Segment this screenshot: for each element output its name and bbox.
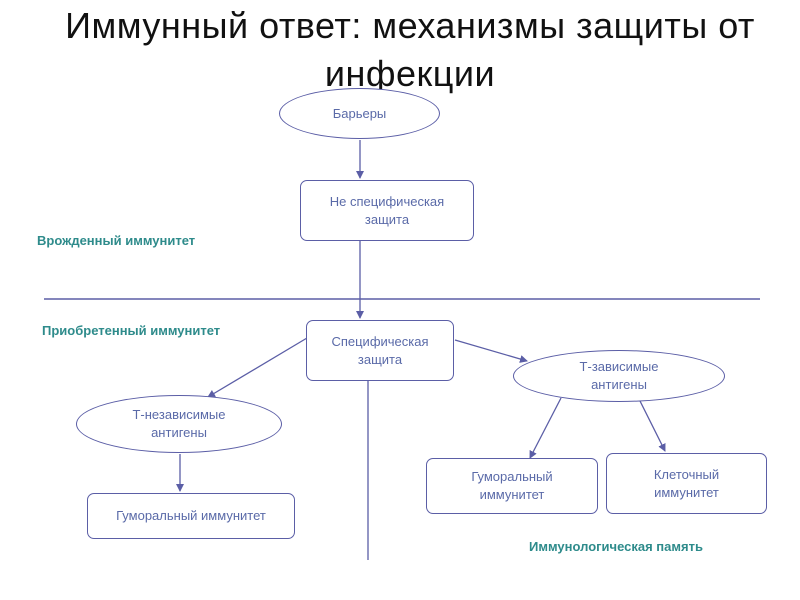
page-title: Иммунный ответ: механизмы защиты от инфе… <box>20 2 800 98</box>
immunological-memory-label: Иммунологическая память <box>529 539 703 554</box>
nonspecific-label-line-1: Не специфическая <box>329 193 445 209</box>
specific-label-line-1: Специфическая <box>331 333 429 349</box>
arrow-t-dependent-to-cellular <box>639 400 666 452</box>
barriers-label: Барьеры <box>332 105 387 121</box>
title-line-1: Иммунный ответ: механизмы защиты от <box>65 5 755 46</box>
humoral-left-label: Гуморальный иммунитет <box>116 508 266 523</box>
nonspecific-label-line-2: защита <box>364 211 410 227</box>
specific-label-line-2: защита <box>357 351 403 367</box>
barriers-node: Барьеры <box>279 88 440 139</box>
humoral-immunity-right-node: Гуморальный иммунитет <box>426 458 598 514</box>
cellular-label-line-1: Клеточный <box>653 466 720 482</box>
t-dependent-label-line-1: Т-зависимые <box>579 359 659 374</box>
arrow-t-dependent-to-humoral <box>529 397 562 459</box>
t-dependent-label-line-2: антигены <box>591 377 647 392</box>
t-independent-antigens-node: Т-независимые антигены <box>76 395 282 453</box>
arrow-specific-to-t-independent <box>207 337 308 398</box>
innate-immunity-label: Врожденный иммунитет <box>37 233 196 248</box>
t-independent-label-line-2: антигены <box>151 425 207 440</box>
t-independent-label-line-1: Т-независимые <box>132 407 226 422</box>
acquired-immunity-label: Приобретенный иммунитет <box>42 323 221 338</box>
specific-defense-node: Специфическая защита <box>306 320 454 381</box>
humoral-right-label-line-2: иммунитет <box>479 487 545 502</box>
cellular-immunity-node: Клеточный иммунитет <box>606 453 767 514</box>
humoral-immunity-left-node: Гуморальный иммунитет <box>87 493 295 539</box>
humoral-right-label-line-1: Гуморальный <box>471 469 553 484</box>
nonspecific-defense-node: Не специфическая защита <box>300 180 474 241</box>
cellular-label-line-2: иммунитет <box>654 484 719 500</box>
arrow-specific-to-t-dependent <box>454 339 528 363</box>
t-dependent-antigens-node: Т-зависимые антигены <box>513 350 725 402</box>
